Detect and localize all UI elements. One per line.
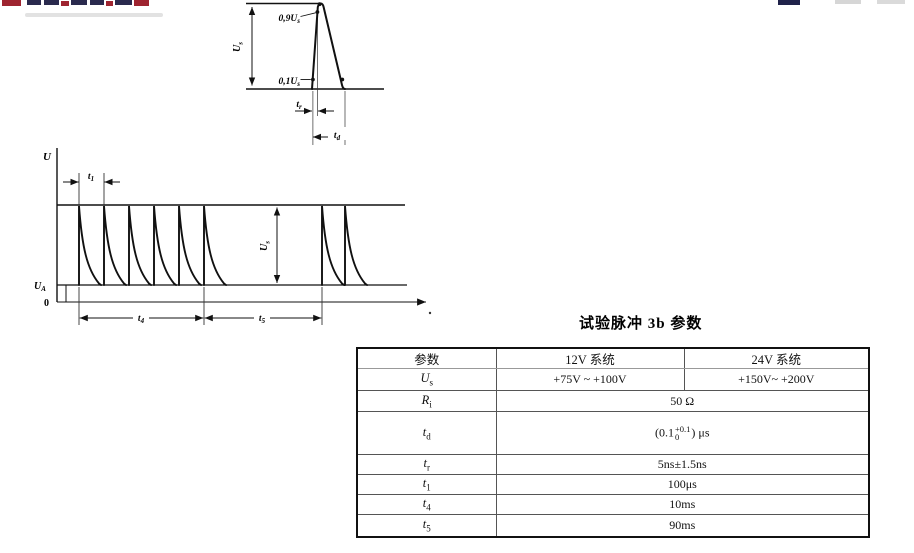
zero-label: 0 <box>44 298 49 309</box>
tr-label: tr <box>296 100 302 111</box>
param-name: Us <box>356 368 497 391</box>
logo-fragment-block <box>90 0 104 5</box>
param-row-ri: Ri 50 Ω <box>356 390 870 412</box>
cropped-toolbar-fragment <box>835 0 861 4</box>
logo-fragment-block <box>115 0 132 5</box>
pulse <box>321 205 345 286</box>
table-title: 试验脉冲 3b 参数 <box>579 316 703 332</box>
rise-90pct-point <box>315 10 320 14</box>
logo-fragment-block <box>44 0 59 5</box>
level-09-label: 0,9Us <box>279 14 301 25</box>
rise-10pct-point <box>311 77 315 82</box>
t5-label: t5 <box>259 314 266 325</box>
cropped-toolbar-fragment <box>778 0 800 5</box>
cropped-logo-fragment <box>2 0 154 8</box>
logo-fragment-block <box>134 0 149 6</box>
value-merged: 90ms <box>495 514 870 537</box>
value-merged: 10ms <box>495 494 870 515</box>
pulse-waveform <box>311 2 346 90</box>
value-merged: 5ns±1.5ns <box>495 454 870 475</box>
logo-fragment-block <box>27 0 41 5</box>
pulse <box>128 205 152 286</box>
param-name: t5 <box>356 514 497 537</box>
pulse <box>78 205 102 286</box>
scan-smudge <box>25 13 163 17</box>
param-name: t1 <box>356 474 497 495</box>
logo-fragment-block <box>61 1 69 6</box>
header-12v: 12V 系统 <box>495 347 685 369</box>
table-header-row: 参数 12V 系统 24V 系统 <box>356 347 870 369</box>
burst-waveform-diagram: U UA 0 t1 Us t4 t5 <box>34 148 432 325</box>
header-24v: 24V 系统 <box>683 347 870 369</box>
value-merged: 50 Ω <box>495 390 870 412</box>
t1-label: t1 <box>88 172 94 183</box>
param-row-tr: tr 5ns±1.5ns <box>356 454 870 475</box>
ua-label: UA <box>34 281 46 293</box>
fall-10pct-point <box>340 77 345 82</box>
param-name: t4 <box>356 494 497 515</box>
logo-fragment-block <box>71 0 87 5</box>
param-name: Ri <box>356 390 497 412</box>
param-name: tr <box>356 454 497 475</box>
us-label: Us <box>259 241 272 251</box>
voltage-axis-label: U <box>43 151 52 163</box>
parameters-table: 参数 12V 系统 24V 系统 Us +75V ~ +100V +150V~ … <box>356 347 870 538</box>
value-24v: +150V~ +200V <box>683 368 870 391</box>
header-param: 参数 <box>356 347 497 369</box>
param-row-us: Us +75V ~ +100V +150V~ +200V <box>356 368 870 391</box>
param-row-t1: t1 100μs <box>356 474 870 495</box>
pulse <box>203 205 227 286</box>
value-merged: 100μs <box>495 474 870 495</box>
logo-fragment-block <box>106 1 113 6</box>
label-backing <box>254 311 270 324</box>
pulse <box>178 205 202 286</box>
us-label: Us <box>232 42 245 52</box>
param-row-t4: t4 10ms <box>356 494 870 515</box>
logo-fragment-block <box>2 0 21 6</box>
pulse <box>103 205 127 286</box>
leader-line <box>300 12 316 17</box>
td-label: td <box>334 131 341 142</box>
peak-point <box>317 2 322 7</box>
value-12v: +75V ~ +100V <box>495 368 685 391</box>
level-01-label: 0,1Us <box>279 77 301 88</box>
pulse-detail-diagram: Us 0,9Us 0,1Us tr td <box>232 2 384 145</box>
pulse <box>344 205 368 286</box>
stray-mark <box>428 311 432 315</box>
cropped-toolbar-fragment <box>877 0 905 4</box>
label-backing <box>133 311 149 324</box>
param-row-t5: t5 90ms <box>356 514 870 537</box>
pulse <box>153 205 177 286</box>
t4-label: t4 <box>138 314 145 325</box>
label-backing <box>328 127 346 140</box>
param-name: td <box>356 411 497 455</box>
